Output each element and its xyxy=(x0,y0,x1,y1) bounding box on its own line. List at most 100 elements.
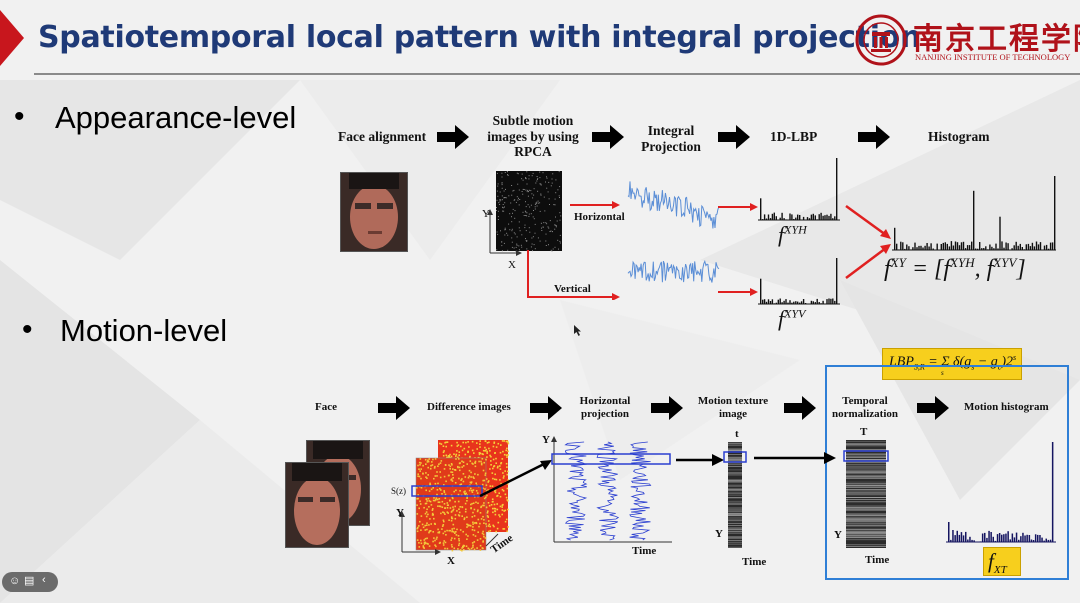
texture-speck xyxy=(472,544,474,547)
histogram-bar xyxy=(836,258,838,304)
texture-speck xyxy=(454,517,457,520)
texture-speck xyxy=(463,491,465,493)
texture-speck xyxy=(496,249,498,251)
texture-speck xyxy=(479,443,481,445)
texture-speck xyxy=(483,522,485,524)
texture-speck xyxy=(525,177,527,179)
texture-speck xyxy=(532,172,534,174)
texture-speck xyxy=(495,478,498,481)
texture-speck xyxy=(438,505,441,507)
texture-speck xyxy=(522,188,524,190)
texture-speck xyxy=(445,441,447,444)
texture-band xyxy=(728,444,742,446)
texture-speck xyxy=(425,476,427,478)
texture-speck xyxy=(497,465,499,468)
texture-speck xyxy=(541,230,543,231)
texture-band xyxy=(846,507,886,509)
texture-speck xyxy=(458,538,460,540)
texture-speck xyxy=(533,210,534,211)
histogram-bar xyxy=(894,227,896,250)
histogram-bar xyxy=(795,217,797,220)
texture-band xyxy=(846,518,886,519)
texture-speck xyxy=(449,453,451,456)
texture-band xyxy=(728,497,742,499)
texture-speck xyxy=(448,529,450,532)
histogram-bar xyxy=(985,246,987,250)
texture-speck xyxy=(539,202,541,204)
texture-speck xyxy=(480,462,483,465)
texture-speck xyxy=(433,497,435,499)
texture-speck xyxy=(445,480,447,483)
texture-speck xyxy=(476,442,478,444)
texture-speck xyxy=(420,529,422,531)
texture-band xyxy=(728,504,742,505)
texture-speck xyxy=(461,506,463,508)
texture-speck xyxy=(545,240,547,242)
texture-speck xyxy=(451,549,454,552)
texture-speck xyxy=(528,227,530,229)
texture-speck xyxy=(417,473,419,475)
texture-speck xyxy=(503,210,505,212)
texture-speck xyxy=(457,500,460,503)
texture-band xyxy=(846,473,886,474)
histogram-bar xyxy=(948,522,950,542)
axis-x-label: X xyxy=(508,259,516,271)
histogram-bar xyxy=(944,242,946,250)
histogram-bar xyxy=(1025,244,1027,250)
texture-speck xyxy=(444,507,446,509)
texture-speck xyxy=(492,458,495,461)
texture-speck xyxy=(484,450,487,452)
texture-speck xyxy=(559,197,560,198)
texture-band xyxy=(846,531,886,532)
texture-speck xyxy=(499,479,501,481)
histogram-bar xyxy=(1031,242,1034,250)
texture-speck xyxy=(464,510,467,513)
texture-speck xyxy=(521,191,523,192)
texture-speck xyxy=(470,482,472,484)
texture-t-label: t xyxy=(735,428,739,440)
histogram-bar xyxy=(967,539,969,542)
texture-speck xyxy=(457,535,460,537)
lbp-histogram-horizontal xyxy=(758,158,840,221)
texture-speck xyxy=(427,543,429,545)
texture-speck xyxy=(434,458,437,460)
texture-band xyxy=(846,440,886,442)
texture-speck xyxy=(430,464,432,467)
texture-speck xyxy=(468,548,471,551)
texture-speck xyxy=(471,502,473,505)
histogram-bar xyxy=(981,533,984,542)
texture-speck xyxy=(522,211,524,213)
texture-speck xyxy=(482,533,485,536)
histogram-bar xyxy=(793,301,795,304)
texture-speck xyxy=(416,504,418,506)
texture-speck xyxy=(428,500,431,502)
histogram-bar xyxy=(986,537,988,542)
horizontal-label: Horizontal xyxy=(574,211,625,223)
texture-speck xyxy=(419,458,422,460)
face-frame-front xyxy=(285,462,349,548)
motion-axis-x: X xyxy=(447,555,455,567)
texture-speck xyxy=(473,452,475,454)
texture-speck xyxy=(458,451,461,453)
texture-band xyxy=(728,525,742,526)
texture-speck xyxy=(417,475,419,477)
histogram-bar xyxy=(826,214,828,220)
texture-speck xyxy=(454,514,457,516)
texture-band xyxy=(728,488,742,490)
player-controls[interactable]: ☺ ▤ ‹ xyxy=(2,572,58,592)
texture-band xyxy=(846,515,886,517)
texture-speck xyxy=(428,490,431,492)
texture-speck xyxy=(486,442,489,444)
texture-speck xyxy=(486,450,488,453)
face-icon[interactable]: ☺ xyxy=(9,575,21,587)
texture-speck xyxy=(466,497,468,499)
texture-speck xyxy=(418,461,421,464)
texture-band xyxy=(846,466,886,467)
chevron-left-icon[interactable]: ‹ xyxy=(42,574,46,586)
texture-band xyxy=(728,542,742,544)
histogram-bar xyxy=(979,242,981,250)
step-1d-lbp: 1D-LBP xyxy=(770,129,818,144)
keyboard-icon[interactable]: ▤ xyxy=(24,575,35,587)
histogram-bar xyxy=(1041,537,1043,542)
